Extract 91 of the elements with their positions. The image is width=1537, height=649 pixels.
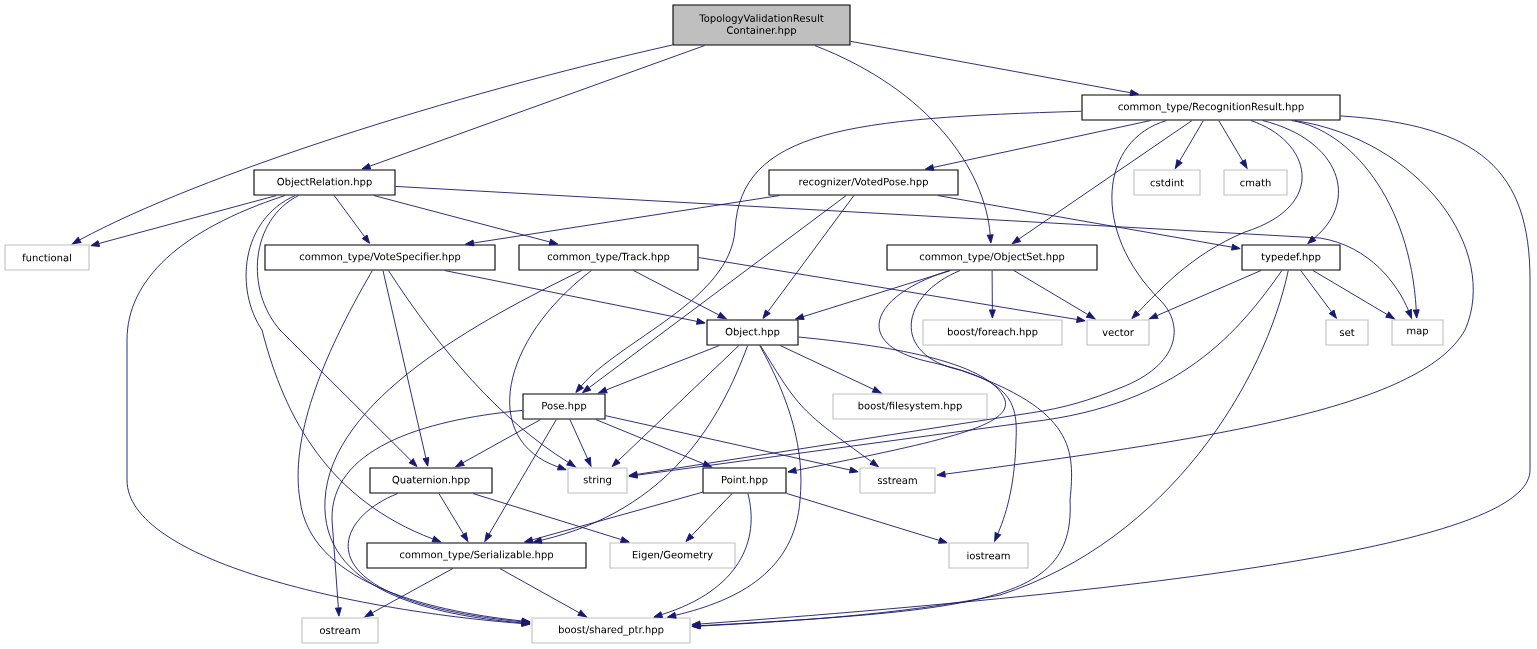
arrow bbox=[1131, 120, 1303, 319]
arrow bbox=[611, 345, 740, 467]
arrow bbox=[245, 195, 442, 543]
file-box: Object.hpp bbox=[706, 319, 799, 346]
header-box: iostream bbox=[948, 542, 1029, 569]
file-box: common_type/Track.hpp bbox=[518, 244, 699, 271]
arrow bbox=[126, 195, 531, 627]
header-box: boost/foreach.hpp bbox=[922, 319, 1063, 346]
arrow bbox=[760, 345, 879, 468]
arrow bbox=[633, 270, 727, 320]
header-box: cstdint bbox=[1133, 169, 1201, 196]
arrow bbox=[499, 568, 587, 618]
arrow bbox=[347, 493, 531, 626]
arrow bbox=[333, 195, 370, 244]
file-box: common_type/VoteSpecifier.hpp bbox=[264, 244, 496, 271]
arrow bbox=[1013, 270, 1096, 320]
arrow bbox=[628, 120, 1175, 478]
file-box: ObjectRelation.hpp bbox=[253, 169, 396, 196]
current-file-box: TopologyValidationResult Container.hpp bbox=[672, 4, 851, 46]
arrow bbox=[361, 45, 706, 170]
arrow bbox=[509, 270, 592, 471]
file-box: Quaternion.hpp bbox=[369, 467, 493, 494]
arrow bbox=[698, 257, 1086, 323]
arrow bbox=[382, 270, 430, 467]
header-box: map bbox=[1391, 319, 1444, 346]
arrow bbox=[324, 270, 583, 627]
arrow bbox=[988, 270, 996, 319]
file-box: Point.hpp bbox=[702, 467, 787, 494]
arrow bbox=[1011, 120, 1193, 245]
file-box: common_type/ObjectSet.hpp bbox=[886, 244, 1098, 271]
arrow bbox=[444, 270, 706, 325]
arrow bbox=[575, 110, 1082, 393]
arrow bbox=[297, 270, 531, 625]
header-box: ostream bbox=[301, 617, 379, 644]
file-box: Pose.hpp bbox=[522, 393, 606, 420]
arrow bbox=[878, 270, 1017, 542]
arrow bbox=[691, 270, 1289, 630]
arrow bbox=[936, 120, 1474, 478]
arrow bbox=[532, 345, 749, 544]
arrow bbox=[1291, 120, 1420, 319]
arrow bbox=[569, 419, 592, 467]
arrow bbox=[595, 419, 712, 468]
arrow bbox=[90, 195, 277, 247]
arrow bbox=[1148, 270, 1262, 320]
arrow bbox=[924, 120, 1152, 171]
arrow bbox=[937, 195, 1241, 251]
arrow bbox=[667, 345, 802, 619]
arrow bbox=[605, 415, 859, 474]
header-box: boost/filesystem.hpp bbox=[832, 393, 988, 420]
arrow bbox=[395, 185, 1413, 319]
header-box: cmath bbox=[1223, 169, 1288, 196]
arrow bbox=[71, 44, 673, 245]
file-box: typedef.hpp bbox=[1241, 244, 1341, 271]
header-box: Eigen/Geometry bbox=[609, 542, 736, 569]
arrow bbox=[464, 195, 780, 247]
arrow bbox=[1174, 120, 1204, 169]
arrow bbox=[598, 345, 720, 394]
header-box: string bbox=[567, 467, 628, 494]
header-box: set bbox=[1325, 319, 1369, 346]
arrow bbox=[1312, 270, 1395, 320]
arrow bbox=[779, 345, 882, 394]
arrow bbox=[472, 493, 630, 543]
file-box: recognizer/VotedPose.hpp bbox=[768, 169, 959, 196]
arrow bbox=[388, 270, 576, 468]
header-box: functional bbox=[4, 244, 90, 271]
arrow bbox=[455, 419, 541, 468]
arrow bbox=[1262, 120, 1339, 245]
arrow bbox=[373, 195, 559, 246]
arrow bbox=[653, 493, 752, 618]
header-box: sstream bbox=[859, 467, 936, 494]
arrow bbox=[523, 491, 703, 544]
file-box: common_type/Serializable.hpp bbox=[366, 542, 587, 569]
arrow bbox=[484, 419, 557, 542]
arrow bbox=[628, 270, 1283, 479]
arrow bbox=[762, 195, 855, 319]
header-box: vector bbox=[1086, 319, 1150, 346]
arrow bbox=[1300, 270, 1337, 319]
header-box: boost/shared_ptr.hpp bbox=[531, 617, 691, 644]
arrow bbox=[364, 568, 454, 618]
arrow bbox=[1218, 120, 1248, 169]
arrow bbox=[814, 45, 994, 244]
arrow bbox=[331, 409, 523, 617]
arrow bbox=[685, 493, 733, 542]
file-box: common_type/RecognitionResult.hpp bbox=[1081, 94, 1341, 121]
arrow bbox=[786, 493, 948, 544]
arrow bbox=[582, 195, 847, 394]
arrow bbox=[438, 493, 469, 542]
arrow bbox=[691, 115, 1531, 628]
arrow bbox=[256, 195, 418, 467]
arrow bbox=[787, 336, 1006, 474]
arrow bbox=[850, 40, 1140, 97]
